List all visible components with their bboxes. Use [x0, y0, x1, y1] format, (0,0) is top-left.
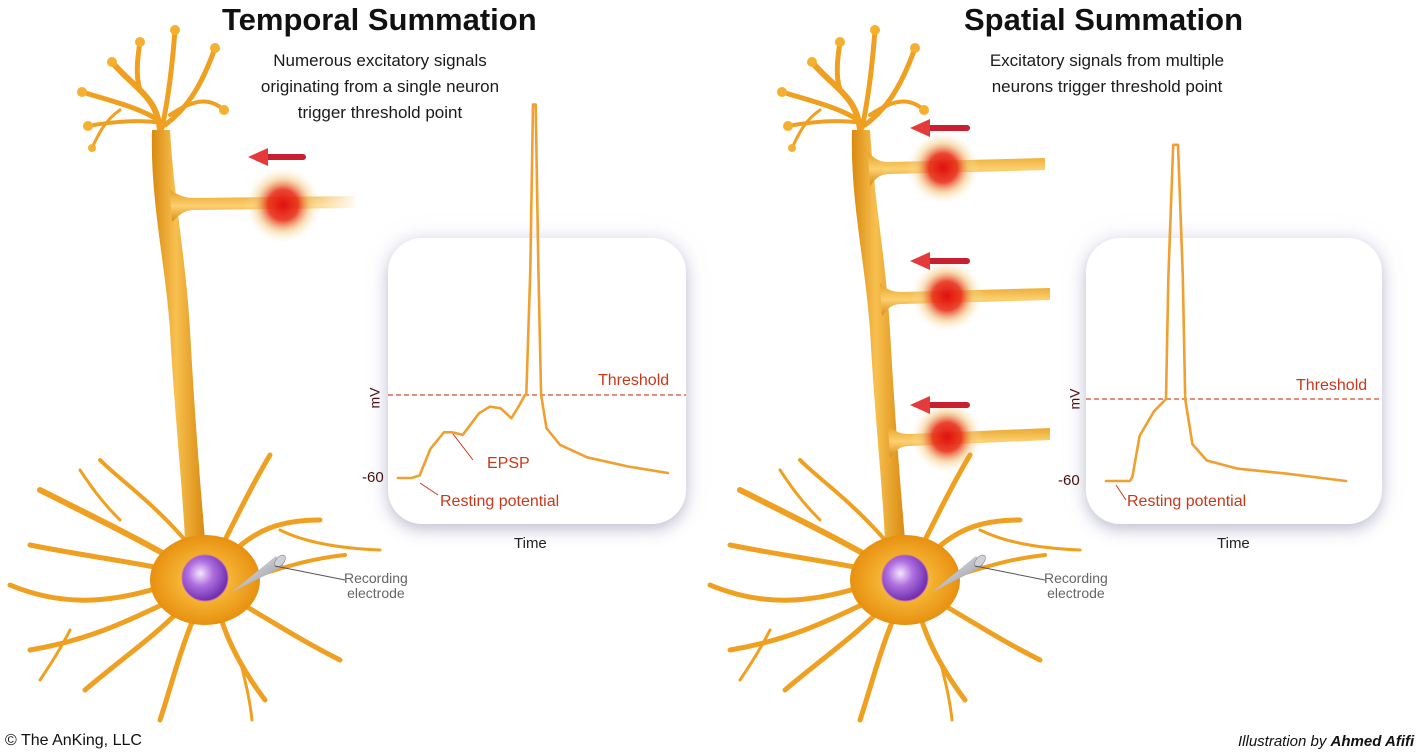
electrode-label-line: electrode: [347, 585, 405, 601]
signal-direction-arrow-icon: [910, 396, 970, 414]
apical-shaft: [851, 130, 905, 540]
credit-name: Ahmed Afifi: [1330, 733, 1415, 750]
credit-prefix: Illustration by: [1238, 733, 1331, 750]
incoming-axon-3: [888, 401, 1050, 473]
nucleus: [881, 554, 929, 602]
temporal-chart: [388, 103, 686, 496]
temporal-ylabel: mV: [366, 387, 383, 409]
annotation-leader-line: [419, 482, 439, 496]
temporal-ytick-resting: -60: [362, 469, 384, 486]
spatial-title: Spatial Summation: [964, 2, 1244, 37]
copyright: © The AnKing, LLC: [5, 732, 142, 749]
temporal-electrode-label: Recording electrode: [344, 571, 408, 601]
incoming-axon-2: [880, 260, 1050, 332]
spatial-xlabel: Time: [1217, 535, 1250, 552]
annotation-leader-line: [452, 433, 474, 461]
nucleus: [181, 554, 229, 602]
signal-direction-arrow-icon: [910, 119, 970, 137]
dendrite-tips: [77, 25, 229, 152]
spatial-threshold-label: Threshold: [1296, 377, 1368, 394]
temporal-chart-card: [388, 238, 686, 524]
incoming-axon-1: [868, 132, 1045, 204]
temporal-neuron-illustration: [7, 25, 382, 723]
basal-dendrites: [707, 452, 1082, 723]
signal-direction-arrow-icon: [248, 148, 306, 166]
spatial-chart-card: [1086, 238, 1382, 524]
temporal-title: Temporal Summation: [222, 2, 537, 37]
recording-electrode-icon: [932, 554, 1046, 592]
temporal-threshold-label: Threshold: [598, 372, 670, 389]
recording-electrode-icon: [232, 554, 346, 592]
spatial-subtitle: Excitatory signals from multiple neurons…: [972, 48, 1242, 100]
electrode-label-line: Recording: [1044, 570, 1108, 586]
spatial-resting-label: Resting potential: [1127, 493, 1247, 510]
electrode-label-line: electrode: [1047, 585, 1105, 601]
annotation-leader-line: [1115, 484, 1127, 501]
temporal-subtitle-line: originating from a single neuron: [260, 77, 500, 96]
temporal-subtitle-line: trigger threshold point: [297, 103, 463, 122]
dendrite-tips: [777, 25, 929, 152]
apical-dendrites: [779, 27, 926, 150]
spatial-subtitle-line: Excitatory signals from multiple: [989, 51, 1225, 70]
spatial-ytick-resting: -60: [1058, 472, 1080, 489]
spatial-ylabel: mV: [1066, 388, 1083, 410]
spatial-neuron-illustration: [707, 25, 1082, 723]
apical-shaft: [151, 130, 205, 540]
temporal-resting-label: Resting potential: [440, 493, 560, 510]
illustration-credit: Illustration by Ahmed Afifi: [1238, 733, 1414, 750]
spatial-chart: [1086, 143, 1382, 501]
spatial-electrode-label: Recording electrode: [1044, 571, 1108, 601]
temporal-xlabel: Time: [514, 535, 547, 552]
electrode-label-line: Recording: [344, 570, 408, 586]
membrane-potential-trace: [1104, 143, 1348, 483]
membrane-potential-trace: [396, 103, 670, 480]
excitation-glow: [245, 167, 321, 243]
signal-direction-arrow-icon: [910, 252, 970, 270]
temporal-epsp-label: EPSP: [487, 455, 530, 472]
temporal-subtitle: Numerous excitatory signals originating …: [245, 48, 515, 126]
spatial-subtitle-line: neurons trigger threshold point: [991, 77, 1223, 96]
temporal-subtitle-line: Numerous excitatory signals: [273, 51, 487, 70]
